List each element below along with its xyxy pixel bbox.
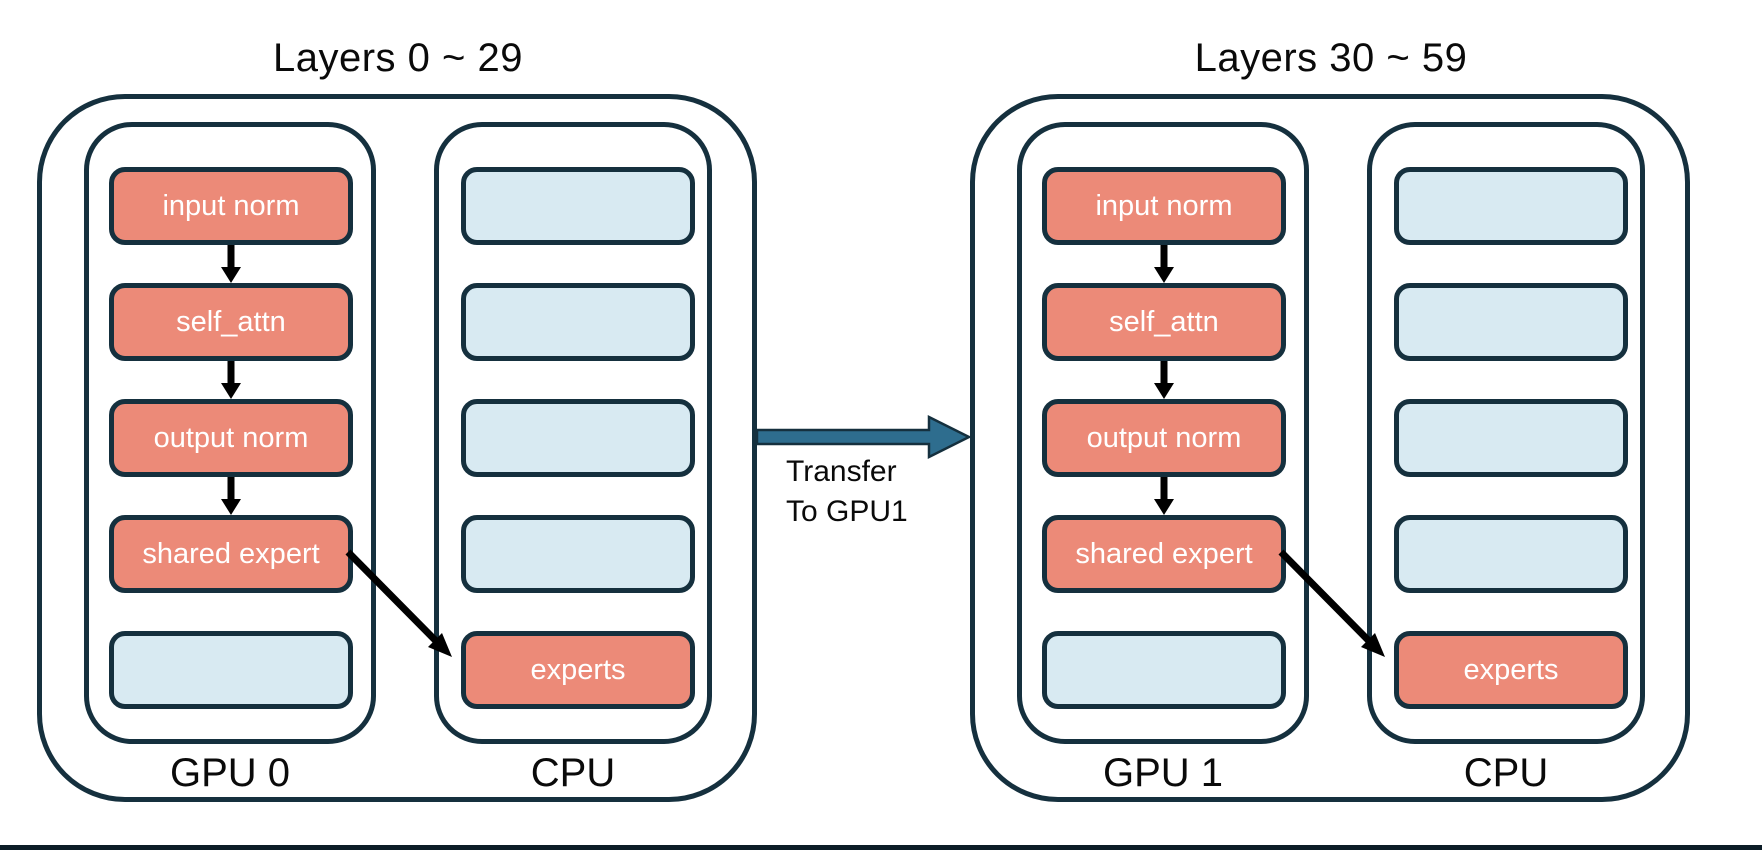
empty-slot <box>461 283 695 361</box>
cpu-column-left: experts <box>434 122 712 744</box>
module-box-output-norm: output norm <box>1042 399 1286 477</box>
flow-arrow-icon <box>1154 245 1174 283</box>
module-box-shared-expert: shared expert <box>109 515 353 593</box>
flow-arrow-icon <box>221 245 241 283</box>
layer-range-title: Layers 0 ~ 29 <box>273 36 523 80</box>
module-label: self_attn <box>1109 305 1219 338</box>
transfer-label: Transfer To GPU1 <box>786 452 976 532</box>
module-label: input norm <box>1095 189 1233 222</box>
flow-arrow-icon <box>221 477 241 515</box>
empty-slot <box>461 167 695 245</box>
node-box-1: input norm self_attn output norm <box>970 94 1690 802</box>
gpu0-column: input norm self_attn output norm <box>84 122 376 744</box>
module-label: input norm <box>162 189 300 222</box>
flow-arrow-icon <box>1154 361 1174 399</box>
empty-slot <box>461 515 695 593</box>
module-label: shared expert <box>142 537 320 570</box>
transfer-arrow-icon <box>757 414 972 460</box>
layer-group-1: Layers 30 ~ 59 input norm self_attn <box>970 30 1692 820</box>
module-label: shared expert <box>1075 537 1253 570</box>
empty-slot <box>1394 283 1628 361</box>
module-label: experts <box>1463 653 1559 686</box>
layer-group-0: Layers 0 ~ 29 input norm self_attn <box>37 30 759 820</box>
cpu-label: CPU <box>1463 750 1549 795</box>
flow-arrow-icon <box>1154 477 1174 515</box>
module-box-input-norm: input norm <box>1042 167 1286 245</box>
module-label: output norm <box>153 421 309 454</box>
empty-slot <box>461 399 695 477</box>
module-box-experts: experts <box>461 631 695 709</box>
transfer-label-line1: Transfer <box>786 455 897 488</box>
module-box-input-norm: input norm <box>109 167 353 245</box>
gpu-label: GPU 0 <box>169 750 291 795</box>
transfer-label-line2: To GPU1 <box>786 495 908 528</box>
module-box-self-attn: self_attn <box>109 283 353 361</box>
empty-slot <box>109 631 353 709</box>
bottom-edge-bar <box>0 845 1762 850</box>
offload-arrow-icon <box>1278 549 1385 657</box>
node-box-0: input norm self_attn output norm <box>37 94 757 802</box>
offload-arrow-icon <box>345 549 452 657</box>
empty-slot <box>1042 631 1286 709</box>
module-box-shared-expert: shared expert <box>1042 515 1286 593</box>
gpu-label: GPU 1 <box>1102 750 1224 795</box>
module-box-experts: experts <box>1394 631 1628 709</box>
flow-arrow-icon <box>221 361 241 399</box>
gpu1-column: input norm self_attn output norm <box>1017 122 1309 744</box>
empty-slot <box>1394 399 1628 477</box>
layer-range-title: Layers 30 ~ 59 <box>1194 36 1468 80</box>
module-label: self_attn <box>176 305 286 338</box>
module-box-self-attn: self_attn <box>1042 283 1286 361</box>
empty-slot <box>1394 167 1628 245</box>
module-label: experts <box>530 653 626 686</box>
module-box-output-norm: output norm <box>109 399 353 477</box>
cpu-column-right: experts <box>1367 122 1645 744</box>
module-label: output norm <box>1086 421 1242 454</box>
cpu-label: CPU <box>530 750 616 795</box>
empty-slot <box>1394 515 1628 593</box>
